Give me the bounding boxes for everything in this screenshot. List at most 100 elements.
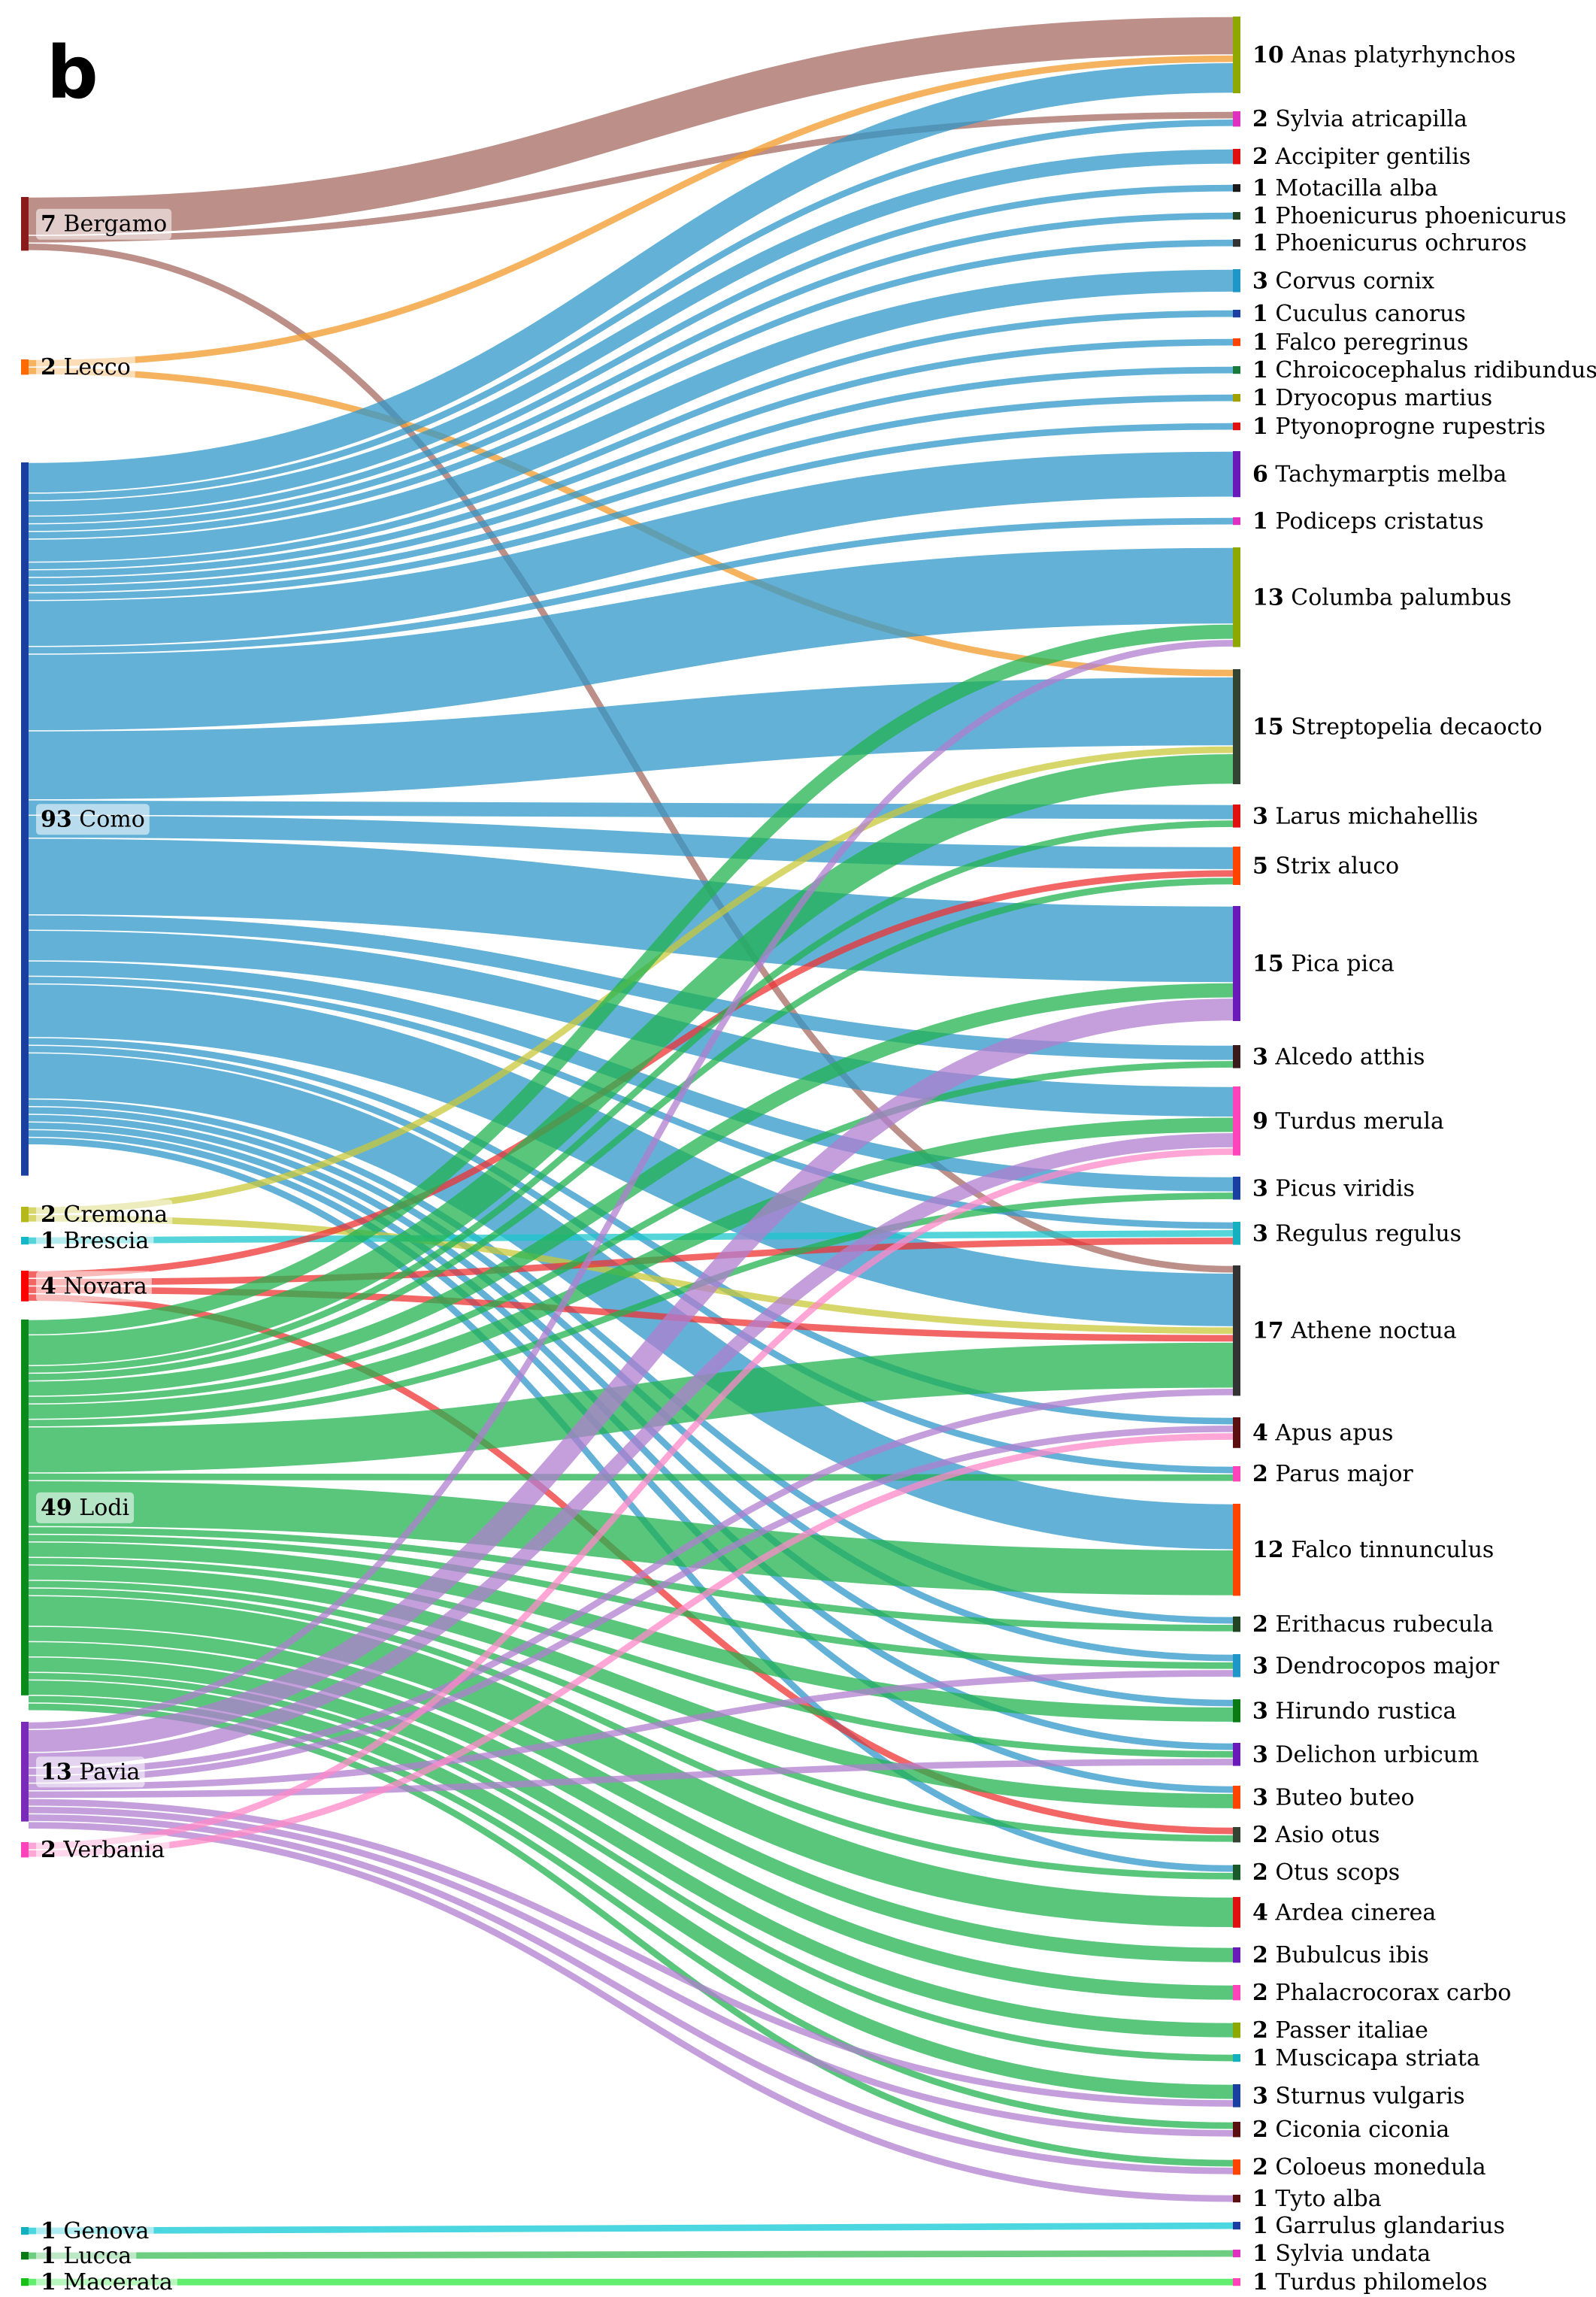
- target-node-sylvia-atricapilla[interactable]: [1233, 111, 1240, 127]
- target-name: Ptyonoprogne rupestris: [1268, 414, 1546, 440]
- link-lodi-to-otus-scops: [28, 1588, 1234, 1880]
- target-name: Ciconia ciconia: [1268, 2117, 1449, 2143]
- link-como-to-tachymarptis-melba: [28, 451, 1234, 647]
- target-node-delichon-urbicum[interactable]: [1233, 1743, 1240, 1766]
- source-node-cremona[interactable]: [21, 1207, 29, 1223]
- target-value: 3: [1252, 1784, 1268, 1811]
- link-pavia-to-coloeus-monedula: [28, 1814, 1234, 2174]
- source-node-brescia[interactable]: [21, 1237, 29, 1245]
- target-node-buteo-buteo[interactable]: [1233, 1786, 1240, 1809]
- target-node-passer-italiae[interactable]: [1233, 2023, 1240, 2038]
- source-node-genova[interactable]: [21, 2227, 29, 2235]
- target-label-turdus-merula: 9 Turdus merula: [1252, 1108, 1444, 1135]
- link-lecco-to-streptopelia-decaocto: [28, 367, 1234, 677]
- link-como-to-ptyonoprogne-rupestris: [28, 423, 1234, 600]
- target-node-muscicapa-striata[interactable]: [1233, 2054, 1240, 2062]
- source-node-lucca[interactable]: [21, 2252, 29, 2260]
- target-node-phoenicurus-phoenicurus[interactable]: [1233, 212, 1240, 220]
- target-node-turdus-philomelos[interactable]: [1233, 2278, 1240, 2286]
- target-node-apus-apus[interactable]: [1233, 1417, 1240, 1448]
- target-node-falco-tinnunculus[interactable]: [1233, 1504, 1240, 1596]
- target-value: 5: [1252, 853, 1268, 880]
- source-name: Brescia: [56, 1228, 149, 1254]
- target-label-alcedo-atthis: 3 Alcedo atthis: [1252, 1044, 1425, 1070]
- target-label-otus-scops: 2 Otus scops: [1252, 1859, 1400, 1886]
- target-node-picus-viridis[interactable]: [1233, 1177, 1240, 1200]
- target-node-podiceps-cristatus[interactable]: [1233, 517, 1240, 526]
- source-node-como[interactable]: [21, 462, 29, 1176]
- target-node-otus-scops[interactable]: [1233, 1865, 1240, 1880]
- target-node-chroicocephalus-ridibundus[interactable]: [1233, 366, 1240, 374]
- target-value: 2: [1252, 1942, 1268, 1968]
- target-label-bubulcus-ibis: 2 Bubulcus ibis: [1252, 1942, 1429, 1968]
- target-node-falco-peregrinus[interactable]: [1233, 338, 1240, 347]
- target-node-tachymarptis-melba[interactable]: [1233, 451, 1240, 498]
- target-node-athene-noctua[interactable]: [1233, 1265, 1240, 1396]
- target-node-dryocopus-martius[interactable]: [1233, 394, 1240, 402]
- target-value: 2: [1252, 2117, 1268, 2143]
- target-node-ciconia-ciconia[interactable]: [1233, 2122, 1240, 2138]
- target-name: Asio otus: [1268, 1822, 1380, 1848]
- target-node-garrulus-glandarius[interactable]: [1233, 2222, 1240, 2230]
- target-node-ptyonoprogne-rupestris[interactable]: [1233, 423, 1240, 431]
- target-node-sturnus-vulgaris[interactable]: [1233, 2084, 1240, 2108]
- target-node-strix-aluco[interactable]: [1233, 847, 1240, 885]
- target-label-erithacus-rubecula: 2 Erithacus rubecula: [1252, 1611, 1494, 1638]
- source-node-lecco[interactable]: [21, 359, 29, 375]
- target-value: 2: [1252, 1461, 1268, 1487]
- target-node-larus-michahellis[interactable]: [1233, 805, 1240, 828]
- target-node-corvus-cornix[interactable]: [1233, 269, 1240, 292]
- source-node-lodi[interactable]: [21, 1320, 29, 1695]
- target-value: 1: [1252, 2269, 1268, 2295]
- target-value: 13: [1252, 584, 1284, 611]
- target-node-phalacrocorax-carbo[interactable]: [1233, 1985, 1240, 2001]
- target-node-ardea-cinerea[interactable]: [1233, 1897, 1240, 1928]
- target-label-cuculus-canorus: 1 Cuculus canorus: [1252, 301, 1466, 327]
- target-name: Dendrocopos major: [1268, 1653, 1500, 1679]
- source-node-macerata[interactable]: [21, 2278, 29, 2286]
- target-node-bubulcus-ibis[interactable]: [1233, 1947, 1240, 1963]
- link-lodi-to-picus-viridis: [28, 1192, 1234, 1427]
- target-name: Buteo buteo: [1268, 1784, 1415, 1811]
- target-node-alcedo-atthis[interactable]: [1233, 1045, 1240, 1068]
- target-name: Tyto alba: [1268, 2186, 1382, 2212]
- link-como-to-athene-noctua: [28, 984, 1234, 1326]
- target-node-cuculus-canorus[interactable]: [1233, 310, 1240, 318]
- link-pavia-to-tyto-alba: [28, 1822, 1234, 2202]
- source-label-genova: 1 Genova: [41, 2218, 149, 2244]
- source-label-background: [36, 1756, 145, 1788]
- source-node-pavia[interactable]: [21, 1722, 29, 1822]
- target-node-anas-platyrhynchos[interactable]: [1233, 17, 1240, 93]
- target-value: 1: [1252, 414, 1268, 440]
- source-node-bergamo[interactable]: [21, 197, 29, 251]
- source-node-verbania[interactable]: [21, 1842, 29, 1858]
- target-node-regulus-regulus[interactable]: [1233, 1222, 1240, 1245]
- target-node-motacilla-alba[interactable]: [1233, 184, 1240, 192]
- target-node-pica-pica[interactable]: [1233, 906, 1240, 1021]
- link-lodi-to-bubulcus-ibis: [28, 1626, 1234, 1962]
- target-node-accipiter-gentilis[interactable]: [1233, 149, 1240, 165]
- target-node-sylvia-undata[interactable]: [1233, 2250, 1240, 2258]
- source-value: 1: [41, 2269, 56, 2295]
- target-node-erithacus-rubecula[interactable]: [1233, 1617, 1240, 1632]
- target-node-parus-major[interactable]: [1233, 1466, 1240, 1482]
- target-value: 2: [1252, 2017, 1268, 2044]
- target-node-columba-palumbus[interactable]: [1233, 547, 1240, 647]
- target-node-coloeus-monedula[interactable]: [1233, 2159, 1240, 2175]
- target-node-phoenicurus-ochruros[interactable]: [1233, 239, 1240, 247]
- link-verbania-to-turdus-merula: [28, 1148, 1234, 1850]
- target-node-dendrocopos-major[interactable]: [1233, 1654, 1240, 1677]
- source-label-novara: 4 Novara: [41, 1273, 147, 1299]
- source-node-novara[interactable]: [21, 1271, 29, 1302]
- link-como-to-pica-pica: [28, 838, 1234, 983]
- target-name: Accipiter gentilis: [1268, 144, 1470, 170]
- target-name: Larus michahellis: [1268, 803, 1478, 829]
- target-node-hirundo-rustica[interactable]: [1233, 1699, 1240, 1723]
- target-value: 3: [1252, 1044, 1268, 1070]
- target-name: Hirundo rustica: [1268, 1698, 1457, 1724]
- target-node-asio-otus[interactable]: [1233, 1827, 1240, 1843]
- target-node-tyto-alba[interactable]: [1233, 2195, 1240, 2203]
- target-node-streptopelia-decaocto[interactable]: [1233, 669, 1240, 784]
- target-node-turdus-merula[interactable]: [1233, 1086, 1240, 1156]
- source-name: Genova: [56, 2218, 150, 2244]
